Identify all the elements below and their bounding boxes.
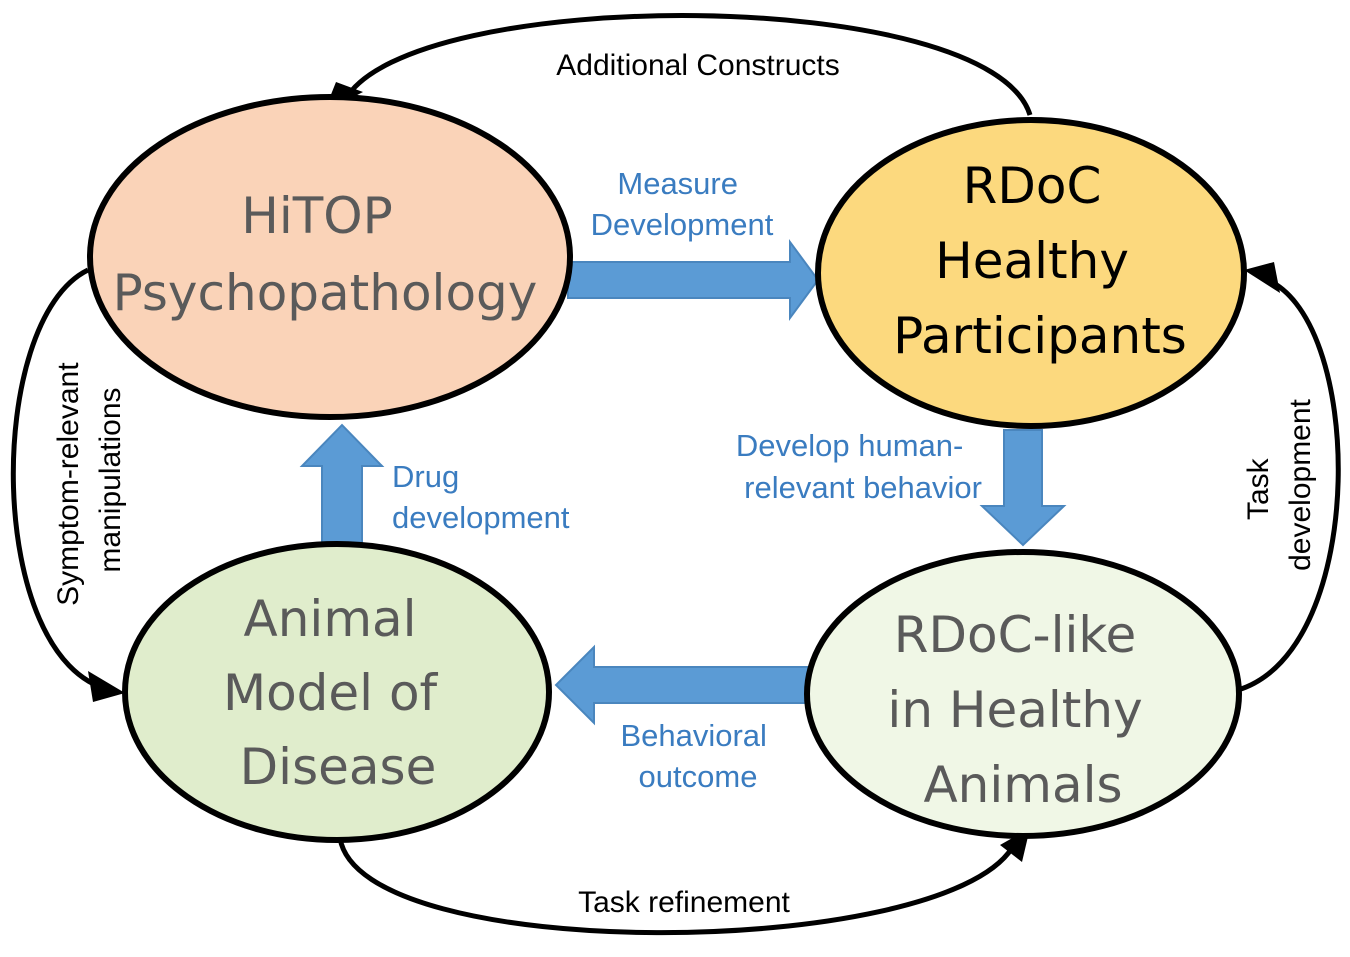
block-arrow-develop-behavior bbox=[979, 429, 1067, 547]
task-development-label: Task development bbox=[1242, 398, 1317, 570]
node-rdoc-like-animals: RDoC-like in Healthy Animals bbox=[804, 549, 1242, 839]
additional-constructs-label: Additional Constructs bbox=[556, 49, 839, 82]
measure-development-label: Measure Development bbox=[591, 166, 774, 242]
node-rdoc-animal-label: RDoC-like in Healthy Animals bbox=[887, 606, 1158, 814]
block-arrow-behavioral-outcome bbox=[554, 644, 809, 726]
curved-arrow-symptom-manipulations bbox=[10, 267, 125, 702]
drug-development-label: Drug development bbox=[392, 459, 570, 535]
block-arrow-measure-development bbox=[567, 238, 820, 322]
node-hitop: HiTOP Psychopathology bbox=[87, 94, 573, 420]
node-hitop-label: HiTOP Psychopathology bbox=[113, 187, 538, 322]
block-arrow-drug-development bbox=[299, 423, 385, 547]
behavioral-outcome-label: Behavioral outcome bbox=[620, 718, 775, 794]
symptom-manipulations-label: Symptom-relevant manipulations bbox=[52, 354, 127, 606]
node-rdoc-healthy-participants: RDoC Healthy Participants bbox=[815, 117, 1247, 429]
node-animal-model-label: Animal Model of Disease bbox=[223, 590, 453, 796]
curved-arrow-task-development bbox=[1237, 262, 1341, 693]
node-animal-model: Animal Model of Disease bbox=[122, 541, 552, 843]
develop-behavior-label: Develop human- relevant behavior bbox=[736, 428, 982, 505]
node-rdoc-human-label: RDoC Healthy Participants bbox=[893, 157, 1187, 365]
task-refinement-label: Task refinement bbox=[578, 886, 790, 919]
